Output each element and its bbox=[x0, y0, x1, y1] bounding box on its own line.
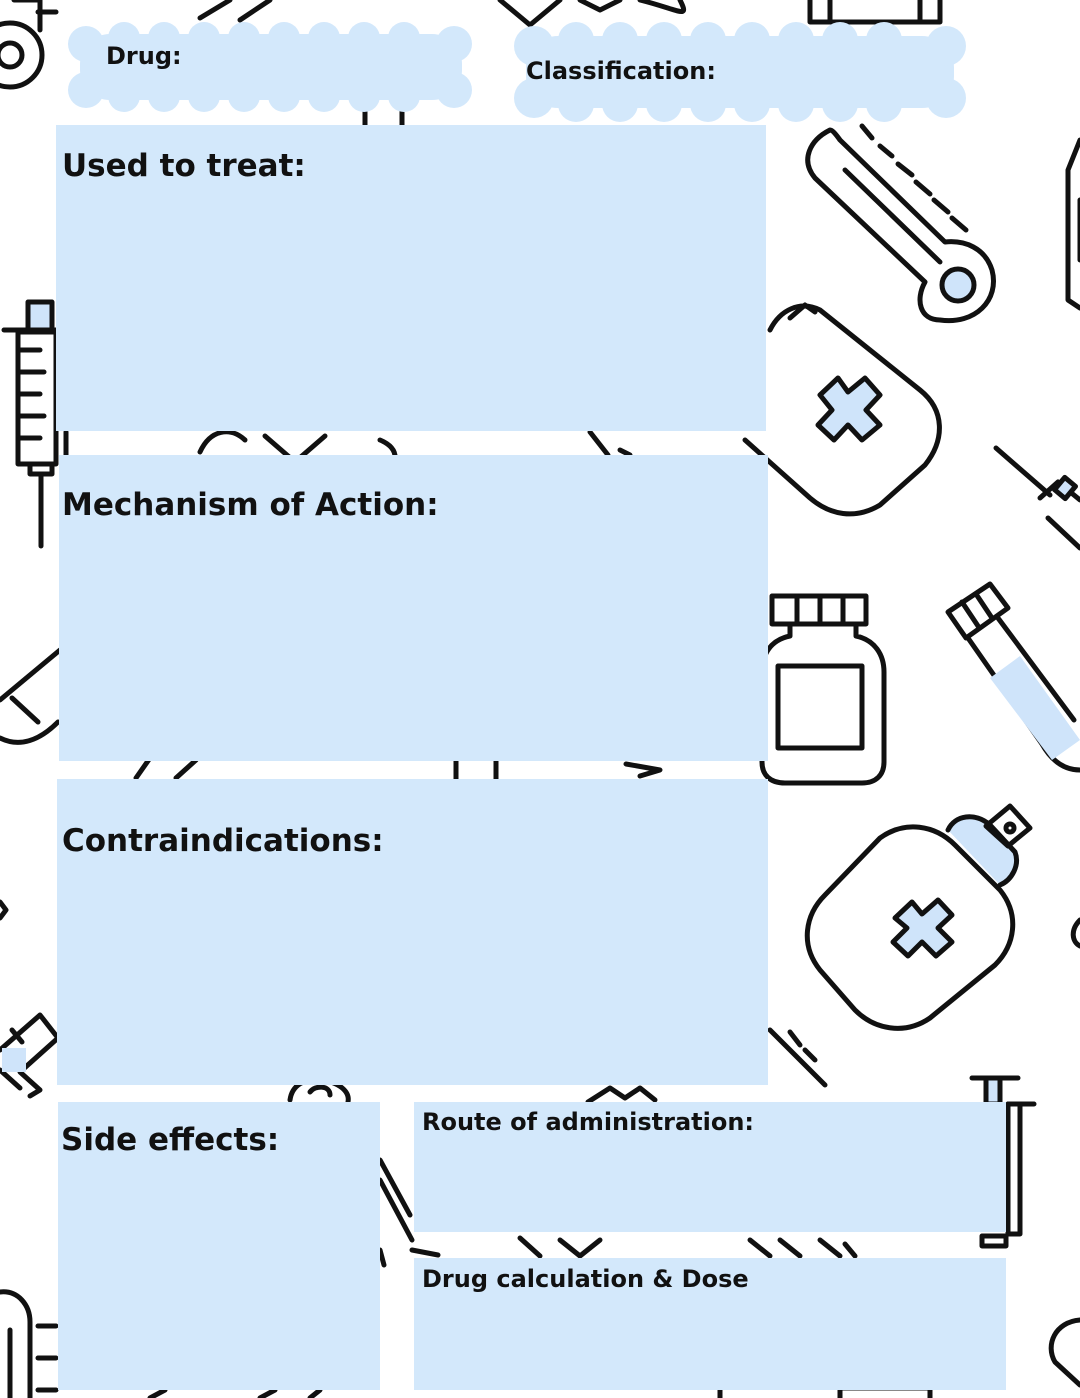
pill-jar-icon bbox=[759, 593, 887, 786]
spray-bottle-icon bbox=[804, 803, 1033, 1031]
syringe-icon bbox=[197, 0, 273, 23]
thermometer-icon bbox=[0, 0, 59, 90]
syringe-icon bbox=[587, 429, 633, 458]
pill-jar-icon bbox=[517, 1235, 858, 1259]
medicine-bottle-icon bbox=[1065, 137, 1080, 311]
route-of-administration-label: Route of administration: bbox=[422, 1108, 755, 1136]
drug-field-background bbox=[68, 22, 472, 112]
syringe-icon bbox=[377, 1157, 441, 1268]
route-of-administration-box[interactable] bbox=[414, 1102, 1006, 1232]
classification-field-background bbox=[514, 22, 966, 122]
drug-calculation-dose-box[interactable] bbox=[414, 1258, 1006, 1390]
syringe-icon bbox=[133, 755, 663, 783]
syringe-icon bbox=[362, 107, 405, 128]
medicine-bottle-icon bbox=[807, 0, 943, 25]
drug-label: Drug: bbox=[106, 42, 182, 70]
test-tube-icon bbox=[945, 581, 1080, 773]
medicine-bottle-icon bbox=[1048, 1317, 1080, 1388]
thermometer-icon bbox=[805, 123, 996, 324]
syringe-icon bbox=[767, 1027, 828, 1088]
syringe-icon bbox=[1, 299, 61, 549]
syringe-icon bbox=[0, 1012, 61, 1099]
pill-jar-icon bbox=[497, 0, 687, 28]
pill-jar-icon bbox=[0, 647, 63, 745]
syringe-icon bbox=[993, 445, 1080, 551]
mechanism-of-action-label: Mechanism of Action: bbox=[62, 487, 439, 523]
used-to-treat-label: Used to treat: bbox=[62, 148, 306, 184]
contraindications-box[interactable] bbox=[57, 779, 768, 1085]
contraindications-label: Contraindications: bbox=[62, 823, 384, 859]
mechanism-of-action-box[interactable] bbox=[59, 455, 768, 761]
thermometer-icon bbox=[0, 1289, 59, 1398]
pill-jar-icon bbox=[585, 1085, 658, 1105]
medicine-bottle-icon bbox=[742, 302, 942, 517]
side-effects-box[interactable] bbox=[58, 1102, 380, 1390]
drug-calculation-dose-label: Drug calculation & Dose bbox=[422, 1265, 749, 1293]
side-effects-label: Side effects: bbox=[61, 1122, 280, 1158]
classification-label: Classification: bbox=[526, 57, 716, 85]
used-to-treat-box[interactable] bbox=[56, 125, 766, 431]
